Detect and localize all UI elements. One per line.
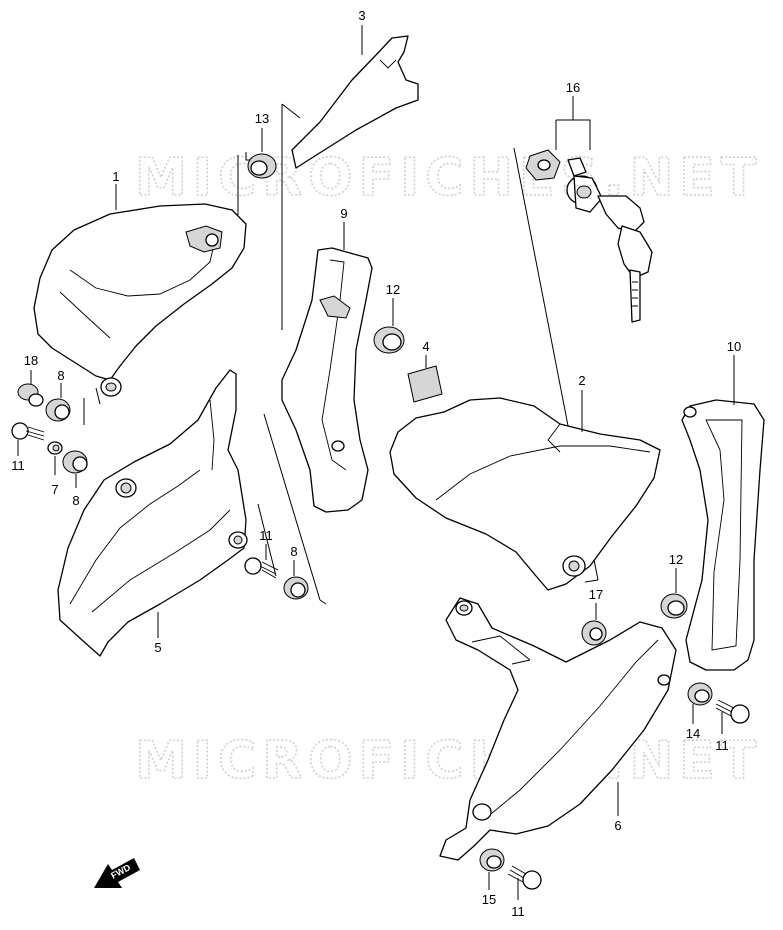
callout-2: 2 <box>578 373 585 388</box>
callout-9: 9 <box>340 206 347 221</box>
part-4-pad <box>407 365 443 403</box>
part-13-grommet <box>247 153 277 179</box>
part-12-grommet-left <box>373 326 405 354</box>
callout-13: 13 <box>255 111 269 126</box>
part-5-left-side-cover <box>57 369 248 657</box>
callout-4: 4 <box>422 339 429 354</box>
callout-6: 6 <box>614 818 621 833</box>
part-12-grommet-right <box>660 593 688 619</box>
part-16-lock-set <box>525 149 653 323</box>
callout-12-left: 12 <box>386 282 400 297</box>
callout-11-a: 11 <box>11 458 25 473</box>
part-9-inner-bracket <box>281 247 373 513</box>
callout-1: 1 <box>112 169 119 184</box>
part-8-grommet-c <box>283 576 309 600</box>
callout-3: 3 <box>358 8 365 23</box>
callout-8-a: 8 <box>57 368 64 383</box>
watermark-bottom: MICROFICHES.NET <box>135 731 762 791</box>
part-14-cushion <box>687 682 713 706</box>
part-8-grommet-b <box>62 450 88 474</box>
part-11-bolt-c <box>715 699 750 724</box>
callout-10: 10 <box>727 339 741 354</box>
callout-15: 15 <box>482 892 496 907</box>
callout-16: 16 <box>566 80 580 95</box>
part-15-cushion <box>479 848 505 872</box>
part-11-bolt-a <box>11 422 45 441</box>
part-1-front-cover <box>33 203 247 397</box>
watermark-top: MICROFICHES.NET <box>135 148 762 208</box>
part-11-bolt-d <box>507 865 542 890</box>
callout-11-b: 11 <box>259 528 273 543</box>
callout-12-right: 12 <box>669 552 683 567</box>
callout-8-b: 8 <box>72 493 79 508</box>
part-18-cushion <box>17 383 44 407</box>
part-2-right-cover <box>389 397 661 591</box>
part-10-frame-seal <box>681 399 765 671</box>
part-17-grommet <box>581 620 607 646</box>
callout-5: 5 <box>154 640 161 655</box>
callout-11-d: 11 <box>511 904 525 919</box>
callout-17: 17 <box>589 587 603 602</box>
callout-8-c: 8 <box>290 544 297 559</box>
part-7-washer <box>47 441 63 455</box>
callout-7: 7 <box>51 482 58 497</box>
part-8-grommet-a <box>45 398 71 422</box>
part-6-right-side-cover <box>439 597 677 861</box>
callout-18: 18 <box>24 353 38 368</box>
forward-direction-indicator: FWD <box>94 858 140 888</box>
part-11-bolt-b <box>244 557 279 579</box>
part-3-bracket <box>291 35 419 169</box>
callout-14: 14 <box>686 726 700 741</box>
callout-11-c: 11 <box>715 738 729 753</box>
